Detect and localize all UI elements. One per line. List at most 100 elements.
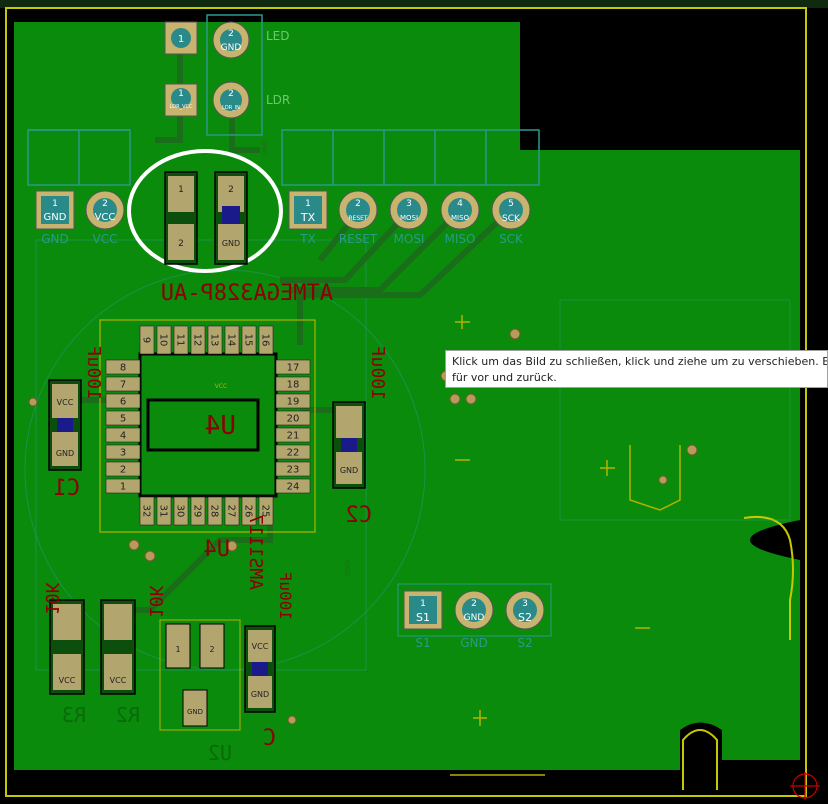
led-pad-2[interactable]: 2 GND [212,21,250,59]
u4-label-2: U4 [204,537,231,562]
svg-text:26: 26 [243,505,254,518]
prog-pad-miso-num: 4 [457,199,463,209]
u2-label: U2 [208,741,232,765]
silk-mosi: MOSI [394,232,425,246]
svg-text:12: 12 [192,334,203,347]
r-left-pad-1: 1 [178,185,184,195]
resistor-r3[interactable]: VCC [49,599,85,695]
prog-pad-mosi[interactable]: 3 MOSI [389,190,429,230]
mcu-pin-5: 5 [105,410,141,426]
prog-pad-reset-net: RESET [348,215,368,222]
r-left-pad-2: 2 [178,239,184,249]
slot-outline [743,516,794,640]
switch-pad-gnd[interactable]: 2 GND [454,590,494,630]
prog-pad-tx[interactable]: 1 TX [288,190,328,230]
u4-label: U4 [205,411,236,441]
r-right-pad-2: 2 [228,185,234,195]
power-pad-gnd[interactable]: 1 GND [35,190,75,230]
r-right-pad-net: GND [222,239,240,248]
copper-pour [14,22,800,770]
power-pad-vcc-num: 2 [102,199,108,209]
c3-pad-gnd: GND [251,690,269,699]
resistor-smd-right[interactable]: 2 GND [214,171,248,265]
ground-cutout [520,22,802,148]
svg-text:16: 16 [260,334,271,347]
mcu-pin-16: 16 [258,325,274,355]
led-label: LED [266,29,290,43]
mcu-pin-13: 13 [207,325,223,355]
svg-text:13: 13 [209,334,220,347]
silk-vcc: VCC [93,232,118,246]
svg-text:31: 31 [158,505,169,518]
capacitor-c2[interactable]: GND [332,401,366,489]
prog-pad-tx-num: 1 [305,199,311,209]
resistor-smd-left[interactable]: 1 2 [164,171,198,265]
mcu-pin-19: 19 [275,393,311,409]
svg-text:21: 21 [287,431,300,442]
capacitor-c3[interactable]: VCC GND [244,625,276,713]
regulator-u2[interactable]: 1 2 GND [159,619,241,731]
mcu-pin-15: 15 [241,325,257,355]
svg-text:22: 22 [287,448,300,459]
switch-pad-s2[interactable]: 3 S2 [505,590,545,630]
r3-value: 10K [41,582,62,615]
mcu-pin-31: 31 [156,496,172,526]
u2-pad-gnd: GND [187,708,203,716]
image-viewer-tooltip: Klick um das Bild zu schließen, klick un… [445,350,828,388]
mcu-pin-20: 20 [275,410,311,426]
mcu-pin-11: 11 [173,325,189,355]
svg-text:7: 7 [120,380,126,391]
origin-crosshair-icon [790,772,820,800]
prog-pad-mosi-net: MOSI [400,214,418,222]
c3-pad-vcc: VCC [252,642,269,651]
prog-pad-sck[interactable]: 5 SCK [491,190,531,230]
switch-pad-gnd-num: 2 [471,599,477,609]
silk-miso: MISO [445,232,476,246]
svg-text:23: 23 [287,465,300,476]
r2-label: R2 [116,703,140,727]
c1-value: 100uF [83,346,104,400]
mcu-pin-12: 12 [190,325,206,355]
prog-pad-reset[interactable]: 2 RESET [338,190,378,230]
r3-label: R3 [62,703,86,727]
mcu-pin-24: 24 [275,478,311,494]
silk-s1: S1 [415,636,430,650]
power-pad-vcc-net: VCC [95,212,116,223]
silk-sck: SCK [499,232,524,246]
mcu-pin-22: 22 [275,444,311,460]
svg-text:11: 11 [175,334,186,347]
switch-pad-s1-num: 1 [420,599,426,609]
svg-text:10: 10 [158,334,169,347]
prog-pad-miso[interactable]: 4 MISO [440,190,480,230]
mcu-vcc-label: VCC [215,383,227,390]
mcu-pin-3: 3 [105,444,141,460]
c2-value: 100uF [367,346,388,400]
power-pad-vcc[interactable]: 2 VCC [85,190,125,230]
switch-pad-s2-net: S2 [518,611,532,624]
switch-pad-gnd-net: GND [464,613,485,623]
power-pad-gnd-num: 1 [52,199,58,209]
net-gnd-label-1: GND [260,140,268,156]
top-strip [0,0,828,8]
svg-text:29: 29 [192,505,203,518]
svg-text:5: 5 [120,414,126,425]
prog-header-housing [281,129,540,186]
ldr-label: LDR [266,93,290,107]
ldr-pad-1[interactable]: 1 LDR_VCC [164,83,198,117]
switch-pad-s1[interactable]: 1 S1 [403,590,443,630]
capacitor-c1[interactable]: VCC GND [48,379,82,471]
ldr-pad-2-net: LDR_IN [222,105,240,111]
prog-pad-tx-net: TX [300,211,316,224]
svg-text:25: 25 [260,505,271,518]
led-pad-1[interactable]: 1 [164,21,198,55]
fab-outline [35,239,367,671]
resistor-r2[interactable]: VCC [100,599,136,695]
switch-pad-s2-num: 3 [522,599,528,609]
ldr-pad-2[interactable]: 2 LDR_IN [212,81,250,119]
mcu-pin-18: 18 [275,376,311,392]
ldr-pad-1-num: 1 [178,89,184,99]
mcu-pin-10: 10 [156,325,172,355]
prog-pad-sck-num: 5 [508,199,514,209]
